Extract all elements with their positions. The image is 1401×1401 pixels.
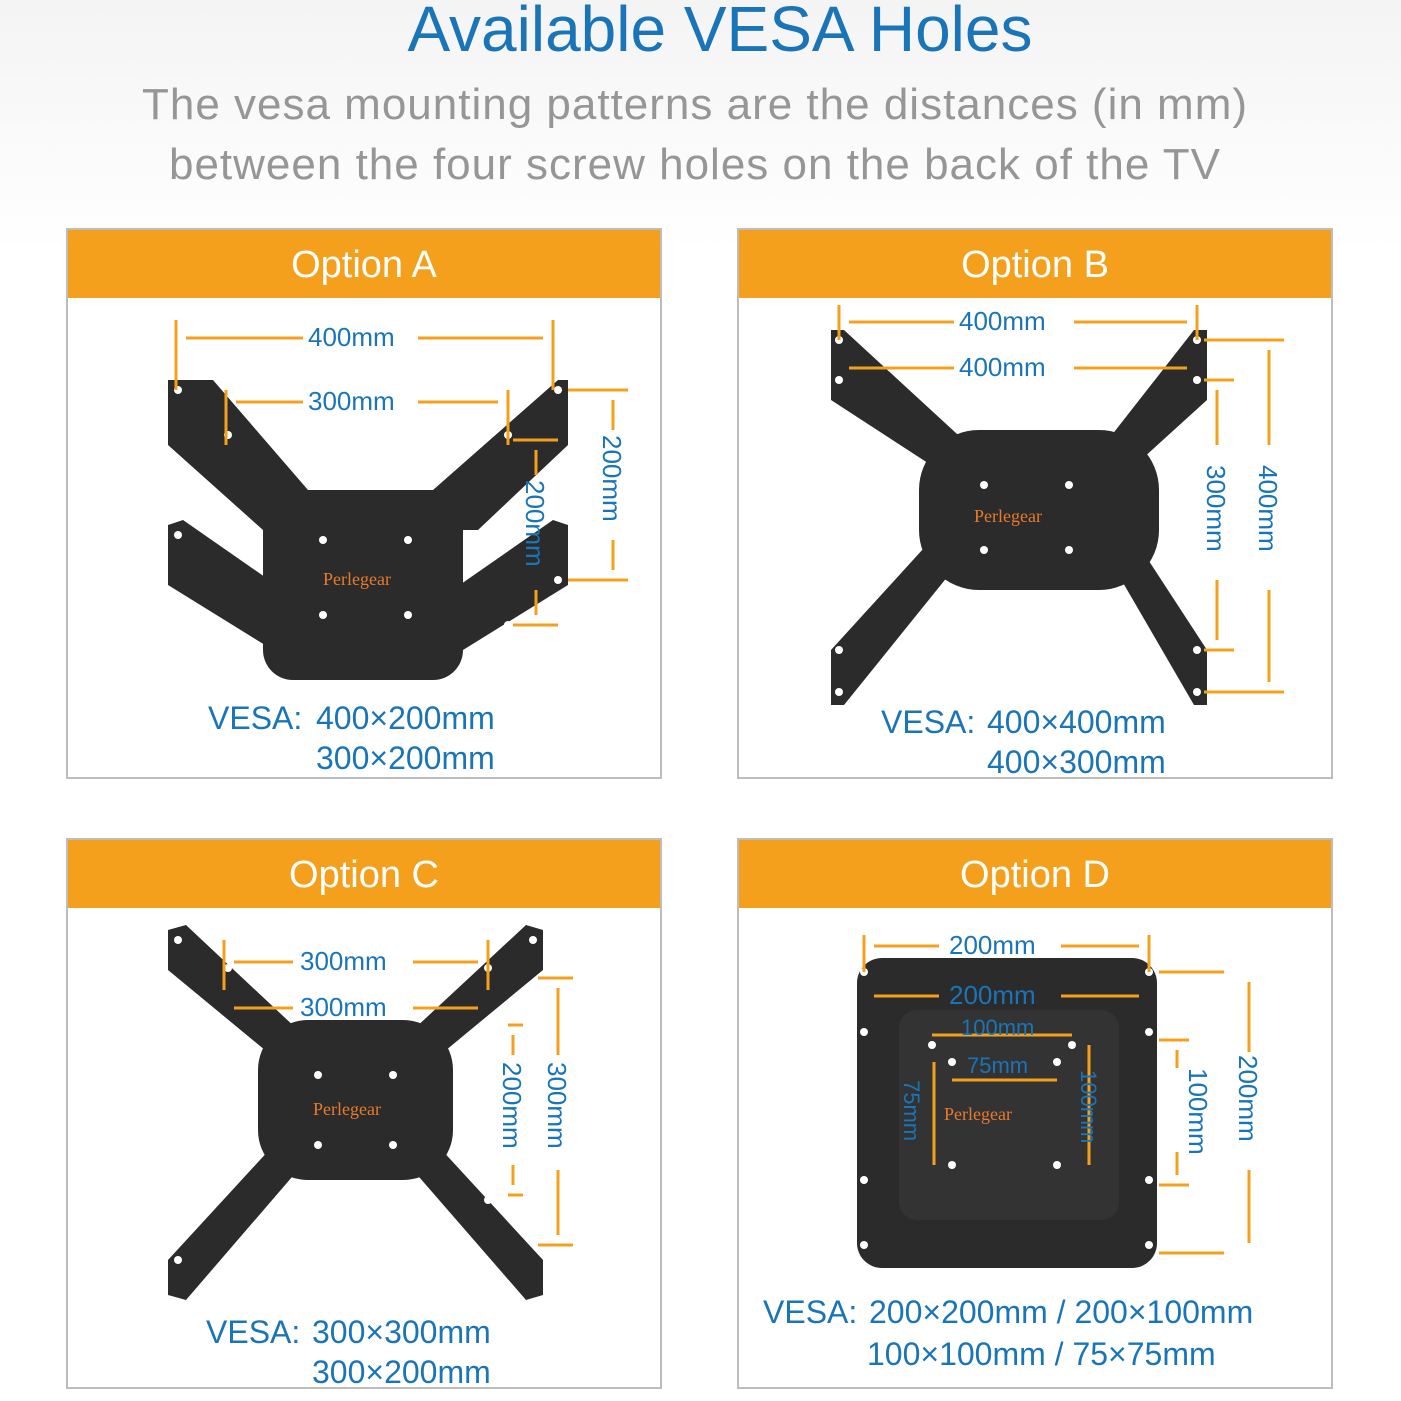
brand-logo: Perlegear xyxy=(313,1099,381,1119)
vesa-label: VESA: xyxy=(206,1314,301,1350)
dim-label: 300mm xyxy=(1201,465,1231,552)
subtitle-line-1: The vesa mounting patterns are the dista… xyxy=(141,80,1249,129)
option-c-title: Option C xyxy=(68,840,660,908)
dim-label: 400mm xyxy=(959,352,1046,382)
option-b-panel: Option B Perlegear 400mm 400m xyxy=(737,228,1333,780)
option-c-diagram: Perlegear 300mm 300mm 200mm 300mm xyxy=(168,925,573,1300)
vesa-line-2: 400×300mm xyxy=(987,744,1166,780)
dim-label: 200mm xyxy=(597,435,627,522)
vesa-line-1: 400×200mm xyxy=(316,700,495,736)
dim-label: 100mm xyxy=(1183,1068,1213,1155)
dim-label: 400mm xyxy=(1253,465,1283,552)
option-d-title: Option D xyxy=(739,840,1331,908)
brand-logo: Perlegear xyxy=(323,569,391,589)
option-b-diagram: Perlegear 400mm 400mm 300mm 400mm xyxy=(831,305,1284,705)
dim-label: 300mm xyxy=(542,1062,572,1149)
dim-label: 200mm xyxy=(949,930,1036,960)
dim-label: 100mm xyxy=(1076,1070,1101,1143)
subtitle-line-2: between the four screw holes on the back… xyxy=(168,140,1221,189)
mount-plate-a xyxy=(168,380,568,680)
option-d-diagram: Perlegear 200mm 200mm 100mm 75mm 75mm 10… xyxy=(857,930,1263,1268)
vesa-line-1: 400×400mm xyxy=(987,704,1166,740)
vesa-line-1: 200×200mm / 200×100mm xyxy=(869,1294,1254,1330)
dim-label: 200mm xyxy=(1233,1055,1263,1142)
vesa-line-2: 300×200mm xyxy=(316,740,495,776)
page-title: Available VESA Holes xyxy=(407,0,1033,65)
dim-label: 400mm xyxy=(308,322,395,352)
vesa-label: VESA: xyxy=(763,1294,858,1330)
dim-label: 300mm xyxy=(300,992,387,1022)
dim-label: 300mm xyxy=(300,946,387,976)
brand-logo: Perlegear xyxy=(944,1104,1012,1124)
vesa-line-2: 100×100mm / 75×75mm xyxy=(867,1336,1216,1372)
dim-label: 100mm xyxy=(961,1015,1034,1040)
vesa-line-2: 300×200mm xyxy=(312,1354,491,1390)
dim-label: 300mm xyxy=(308,386,395,416)
dim-label: 200mm xyxy=(497,1062,527,1149)
option-c-panel: Option C Perlegear 300mm 300mm 2 xyxy=(66,838,662,1390)
option-a-panel: Option A Perlegear 400mm xyxy=(66,228,662,779)
dim-label: 400mm xyxy=(959,306,1046,336)
brand-logo: Perlegear xyxy=(974,506,1042,526)
option-a-diagram: Perlegear 400mm 300mm 200mm 200mm xyxy=(168,320,628,680)
option-d-panel: Option D Perlegear xyxy=(737,838,1333,1389)
vesa-label: VESA: xyxy=(208,700,303,736)
option-a-title: Option A xyxy=(68,230,660,298)
option-b-title: Option B xyxy=(739,230,1331,298)
dim-label: 75mm xyxy=(967,1053,1028,1078)
dim-label: 200mm xyxy=(949,980,1036,1010)
vesa-label: VESA: xyxy=(881,704,976,740)
vesa-line-1: 300×300mm xyxy=(312,1314,491,1350)
dim-label: 200mm xyxy=(520,480,550,567)
dim-label: 75mm xyxy=(899,1080,924,1141)
